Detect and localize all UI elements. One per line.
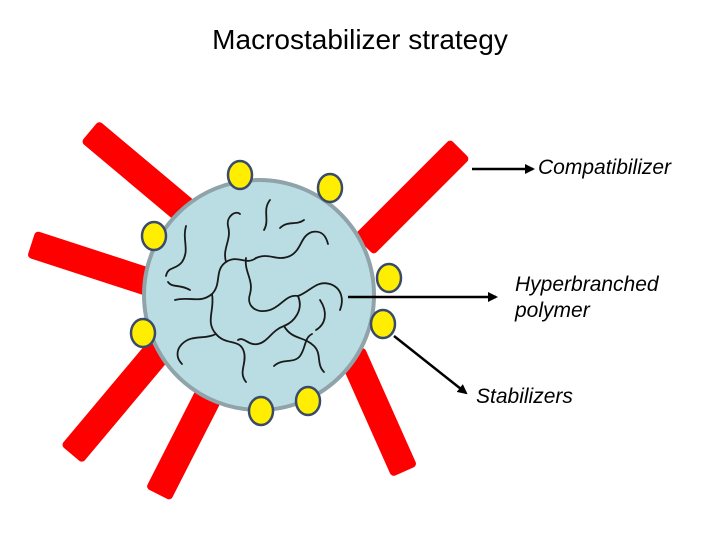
stabilizer bbox=[247, 395, 275, 427]
polymer-chain bbox=[263, 199, 271, 231]
stabilizer bbox=[375, 262, 403, 294]
hyperbranched-polymer-label: Hyperbranched polymer bbox=[515, 272, 715, 324]
stabilizer bbox=[226, 159, 254, 191]
polymer-chain bbox=[297, 282, 343, 311]
polymer-chain bbox=[279, 219, 305, 229]
hyperbranched-label-line1: Hyperbranched bbox=[515, 273, 659, 296]
polymer-chain bbox=[273, 333, 313, 367]
polymer-chain bbox=[315, 299, 326, 331]
stabilizers bbox=[129, 159, 403, 427]
compatibilizer-bars bbox=[28, 122, 469, 500]
stabilizers-label: Stabilizers bbox=[476, 385, 573, 408]
compatibilizer-bar bbox=[62, 324, 184, 462]
hyperbranched-label-line2: polymer bbox=[515, 299, 590, 322]
polymer-chain bbox=[255, 230, 329, 259]
polymer-chain bbox=[174, 257, 257, 301]
polymer-chain bbox=[224, 211, 241, 263]
stabilizer bbox=[294, 385, 322, 417]
compatibilizer-bar bbox=[340, 348, 416, 476]
stabilizers-arrow bbox=[393, 335, 468, 395]
pointer-arrows bbox=[348, 164, 535, 395]
polymer-chain bbox=[176, 333, 217, 365]
polymer-chain bbox=[283, 325, 325, 373]
polymer-chains bbox=[165, 199, 343, 383]
stabilizer bbox=[369, 308, 397, 340]
stabilizer bbox=[140, 220, 168, 252]
polymer-particle bbox=[142, 178, 376, 412]
polymer-chain bbox=[244, 257, 299, 312]
polymer-chain bbox=[167, 281, 191, 291]
compatibilizer-label: Compatibilizer bbox=[538, 156, 672, 179]
polymer-chain bbox=[209, 293, 247, 383]
compatibilizer-bar bbox=[355, 140, 469, 254]
polymer-chain bbox=[165, 225, 187, 277]
compatibilizer-bar bbox=[82, 122, 202, 228]
diagram-title-text: Macrostabilizer strategy bbox=[212, 24, 508, 55]
stabilizer bbox=[316, 172, 344, 204]
diagram-title: Macrostabilizer strategy bbox=[0, 24, 720, 56]
compatibilizer-bar bbox=[28, 231, 164, 299]
polymer-chain bbox=[237, 295, 301, 346]
stabilizer bbox=[129, 317, 157, 349]
